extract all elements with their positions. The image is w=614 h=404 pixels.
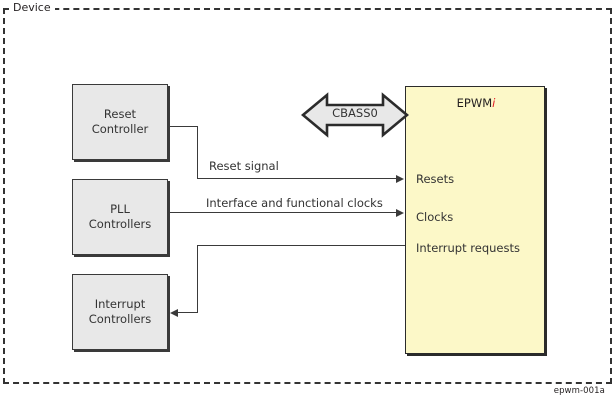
interrupt-signal-segment-vertical xyxy=(197,245,198,313)
block-interrupt-controllers: Interrupt Controllers xyxy=(72,274,168,350)
block-reset-controller-line2: Controller xyxy=(91,122,149,136)
signal-label-interface-and-functional-clocks: Interface and functional clocks xyxy=(204,196,385,210)
interrupt-signal-segment-horizontal-bottom xyxy=(178,312,198,313)
clocks-signal-arrowhead xyxy=(396,209,404,217)
block-reset-controller: Reset Controller xyxy=(72,84,168,160)
reset-signal-arrowhead xyxy=(396,175,404,183)
module-epwm-title-base: EPWM xyxy=(456,96,493,110)
block-pll-controllers-text: PLL Controllers xyxy=(89,202,152,232)
block-pll-controllers-line2: Controllers xyxy=(88,217,152,231)
module-port-clocks: Clocks xyxy=(416,210,454,224)
interrupt-signal-segment-horizontal-top xyxy=(197,245,405,246)
block-pll-controllers: PLL Controllers xyxy=(72,179,168,255)
clocks-signal-segment-horizontal xyxy=(170,212,397,213)
signal-label-reset-signal: Reset signal xyxy=(207,159,281,173)
module-port-resets: Resets xyxy=(416,172,455,186)
figure-caption: epwm-001a xyxy=(553,386,605,396)
reset-signal-segment-vertical xyxy=(197,126,198,179)
module-epwm: EPWMi Resets Clocks Interrupt requests xyxy=(405,86,545,354)
module-epwm-title: EPWMi xyxy=(406,96,546,110)
interrupt-signal-arrowhead xyxy=(170,309,178,317)
module-port-interrupt-requests: Interrupt requests xyxy=(416,241,520,255)
block-reset-controller-text: Reset Controller xyxy=(92,107,149,137)
block-pll-controllers-line1: PLL xyxy=(110,202,130,216)
device-label: Device xyxy=(10,1,55,14)
bus-arrow-cbass0 xyxy=(301,92,409,138)
block-interrupt-controllers-line1: Interrupt xyxy=(94,297,146,311)
reset-signal-segment-horizontal-bottom xyxy=(197,178,397,179)
block-interrupt-controllers-text: Interrupt Controllers xyxy=(89,297,152,327)
device-boundary xyxy=(3,8,612,384)
reset-signal-segment-horizontal-top xyxy=(170,126,198,127)
module-epwm-title-index: i xyxy=(492,96,496,110)
block-interrupt-controllers-line2: Controllers xyxy=(88,312,152,326)
block-reset-controller-line1: Reset xyxy=(103,107,137,121)
